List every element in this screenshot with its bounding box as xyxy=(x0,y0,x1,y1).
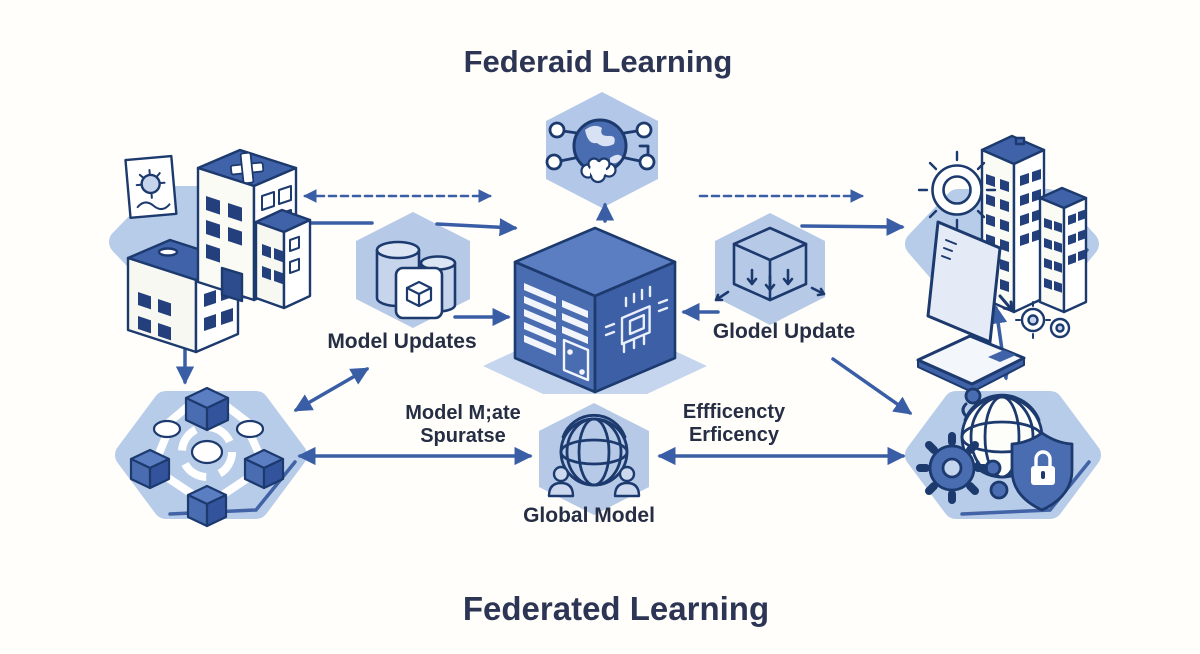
hospital-cross-icon xyxy=(229,151,265,185)
gear-icon xyxy=(916,432,988,504)
page-title-bottom: Federated Learning xyxy=(463,590,769,627)
server-chip-icon xyxy=(604,285,669,354)
server-door-panel xyxy=(562,338,590,382)
secure-global-network-icon xyxy=(916,387,1074,512)
database-cylinders-icon xyxy=(375,240,457,320)
label-model-mate-line2: Spuratse xyxy=(420,425,506,447)
health-card-icon xyxy=(124,154,178,220)
arrows xyxy=(175,189,1013,466)
globe-users-icon xyxy=(547,413,641,498)
gear-icon xyxy=(1015,301,1071,339)
label-efficiency-line2: Erficency xyxy=(689,424,780,446)
arrow-globalupdate-to-org xyxy=(800,217,905,236)
distributed-nodes-icon xyxy=(129,386,285,528)
network-cubes xyxy=(129,386,285,528)
ring-lens-icon xyxy=(917,150,997,230)
arrow-updates-to-server xyxy=(435,218,518,237)
server-cube-icon xyxy=(483,226,707,394)
hospital-building-icon xyxy=(124,148,312,354)
page-title-top: Federaid Learning xyxy=(464,44,733,79)
global-network-icon xyxy=(545,118,656,184)
label-model-mate-line1: Model M;ate xyxy=(405,402,521,424)
label-efficiency-line1: Effficencty xyxy=(683,401,786,423)
wireframe-cube-icon xyxy=(714,226,826,302)
label-global-model: Global Model xyxy=(523,504,655,527)
shield-lock-icon xyxy=(1010,431,1074,512)
label-model-updates: Model Updates xyxy=(327,330,476,353)
organization-devices-icon xyxy=(916,134,1088,393)
gear-splat-icon xyxy=(580,157,617,184)
arrow-nodes-to-updates-diagonal xyxy=(293,367,370,412)
label-global-update: Glodel Update xyxy=(713,320,855,343)
server-vents xyxy=(524,283,588,356)
laptop-icon xyxy=(916,220,1026,393)
arrow-server-to-secure-diagonal xyxy=(831,357,913,415)
